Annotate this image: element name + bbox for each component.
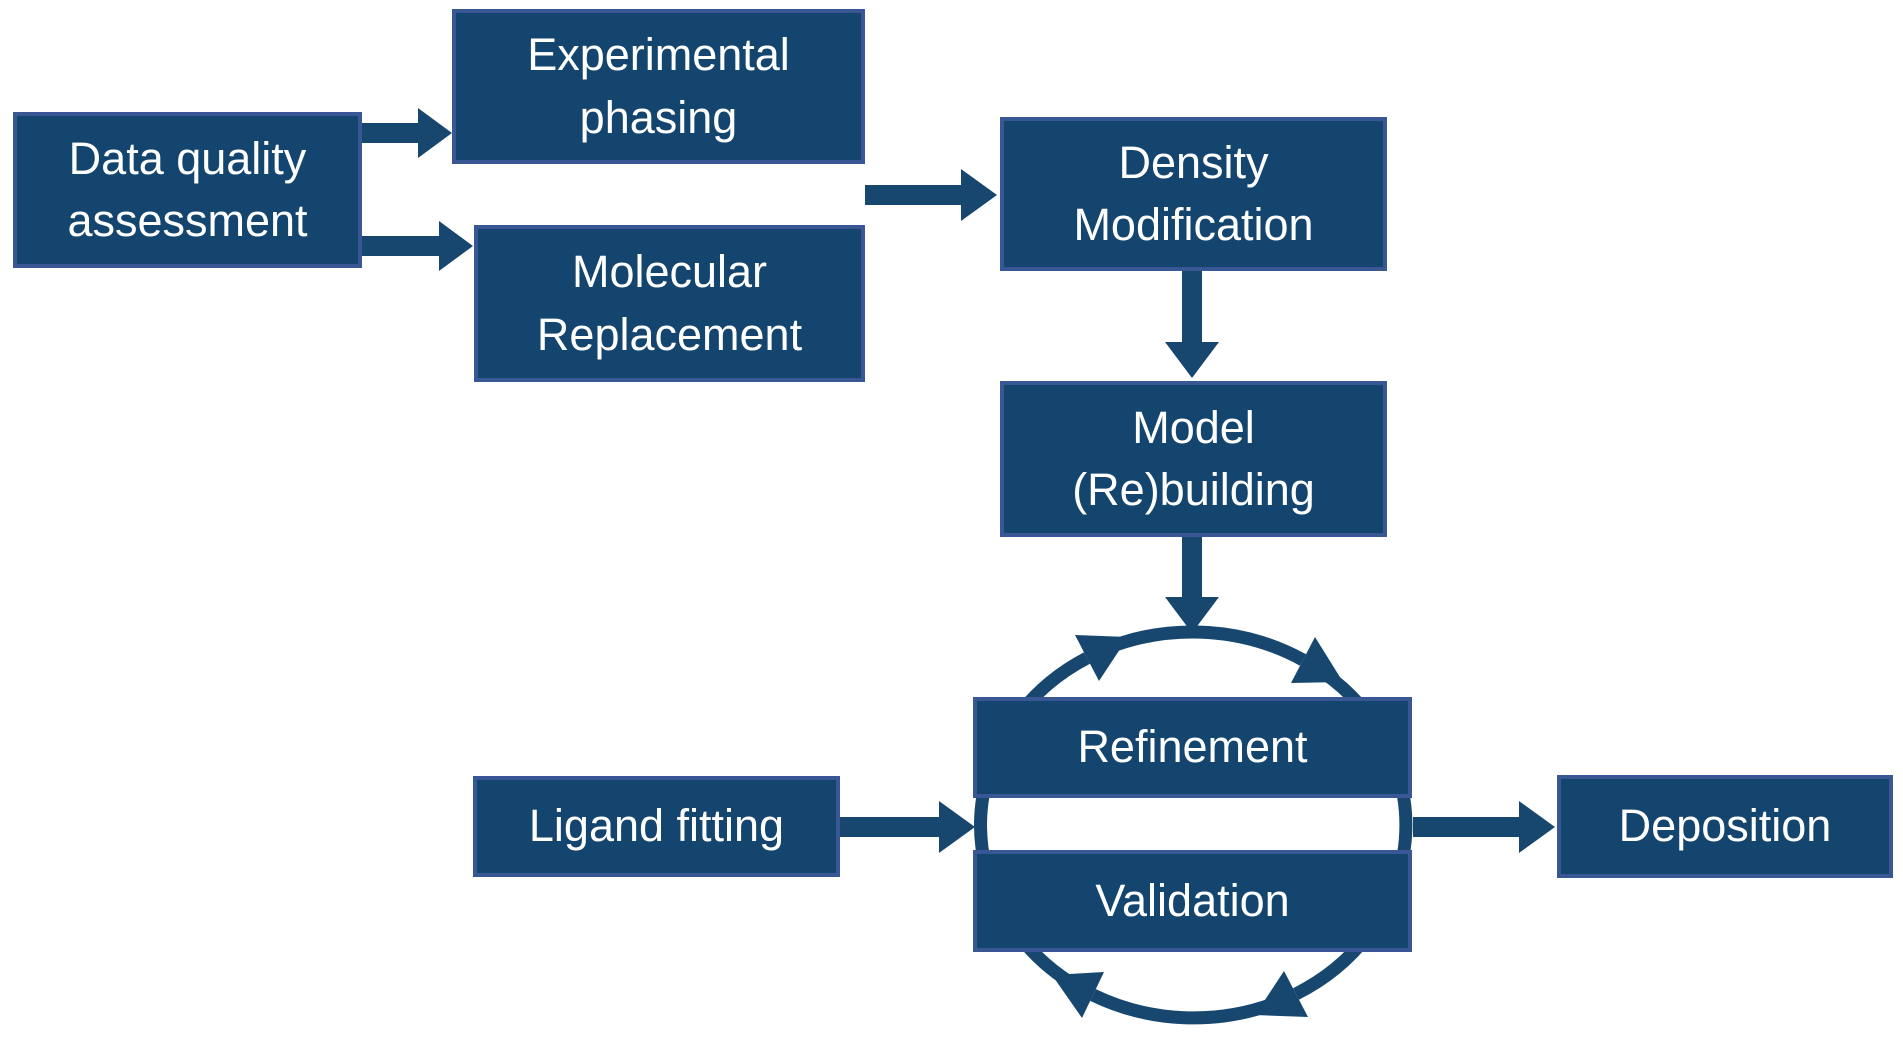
cycle-arrowhead-bottom-right xyxy=(1255,971,1308,1017)
arrow-data-quality-to-experimental-phasing xyxy=(362,108,452,158)
arrow-model-rebuilding-to-cycle xyxy=(1165,537,1219,633)
cycle-arc-bottom xyxy=(1090,989,1276,1025)
arrow-ligand-fitting-to-cycle xyxy=(840,801,975,853)
node-deposition: Deposition xyxy=(1557,775,1893,878)
arrow-data-quality-to-molecular-replacement xyxy=(362,221,473,271)
node-data-quality-assessment: Data quality assessment xyxy=(13,112,362,268)
node-refinement: Refinement xyxy=(973,697,1412,798)
arrow-phasing-to-density-modification xyxy=(865,169,997,221)
node-experimental-phasing: Experimental phasing xyxy=(452,9,865,164)
node-model-rebuilding: Model (Re)building xyxy=(1000,381,1387,537)
arrow-cycle-to-deposition xyxy=(1413,801,1555,853)
cycle-arc-top xyxy=(1107,625,1307,666)
node-density-modification: Density Modification xyxy=(1000,117,1387,271)
arrow-density-modification-to-model-rebuilding xyxy=(1165,271,1219,378)
node-validation: Validation xyxy=(973,850,1412,952)
cycle-arrowhead-bottom-left xyxy=(1052,972,1104,1018)
node-molecular-replacement: Molecular Replacement xyxy=(474,225,865,382)
cycle-arrowhead-top-left xyxy=(1075,635,1128,681)
node-ligand-fitting: Ligand fitting xyxy=(473,776,840,877)
cycle-arrowhead-top-right xyxy=(1291,637,1343,683)
